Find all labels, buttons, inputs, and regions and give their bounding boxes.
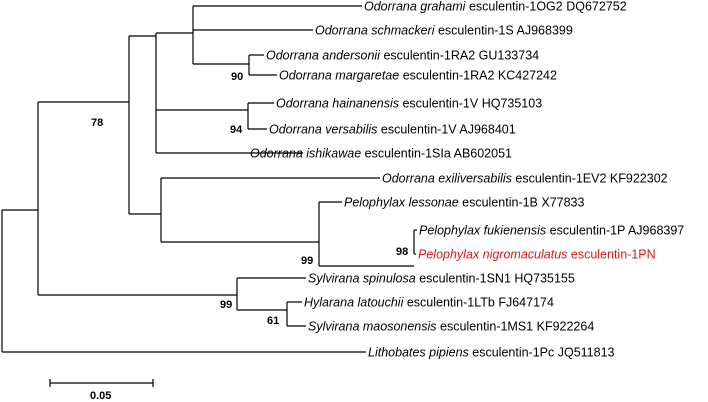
bootstrap-value: 94 — [230, 124, 243, 136]
taxon-label: Odorrana versabilis esculentin-1V AJ9684… — [269, 123, 516, 137]
taxon-species: Odorrana versabilis — [269, 123, 377, 137]
taxon-gene: esculentin-1SN1 HQ735155 — [419, 272, 575, 286]
bootstrap-value: 61 — [267, 315, 279, 327]
taxon-species: Odorrana margaretae — [279, 69, 399, 83]
taxon-label: Sylvirana spinulosa esculentin-1SN1 HQ73… — [308, 272, 575, 286]
taxon-gene: esculentin-1V HQ735103 — [402, 97, 542, 111]
taxon-gene: esculentin-1EV2 KF922302 — [515, 172, 667, 186]
taxon-species: Sylvirana spinulosa — [308, 272, 416, 286]
scale-bar: 0.05 — [49, 379, 154, 402]
taxon-gene: esculentin-1RA2 KC427242 — [403, 69, 557, 83]
taxon-label: Odorrana ishikawae esculentin-1SIa AB602… — [250, 147, 512, 161]
taxon-species: Pelophylax lessonae — [344, 196, 459, 210]
taxon-label: Odorrana grahami esculentin-1OG2 DQ67275… — [364, 0, 627, 14]
scale-bar-label: 0.05 — [90, 390, 111, 402]
taxon-species: Lithobates pipiens — [368, 346, 469, 360]
taxon-label: Sylvirana maosonensis esculentin-1MS1 KF… — [308, 320, 594, 334]
taxon-label: Lithobates pipiens esculentin-1Pc JQ5118… — [368, 346, 615, 360]
taxon-label: Odorrana schmackeri esculentin-1S AJ9683… — [315, 24, 573, 38]
taxon-species: Pelophylax nigromaculatus — [418, 248, 567, 262]
taxon-species: Odorrana schmackeri — [315, 24, 436, 38]
taxon-label: Pelophylax lessonae esculentin-1B X77833 — [344, 196, 585, 210]
taxon-species: Odorrana andersonii — [266, 49, 381, 63]
taxon-species: Odorrana ishikawae — [250, 147, 361, 161]
taxon-species: Odorrana hainanensis — [276, 97, 399, 111]
taxon-label: Pelophylax fukienensis esculentin-1P AJ9… — [419, 224, 684, 238]
taxon-gene: esculentin-1Pc JQ511813 — [472, 346, 614, 360]
taxon-label: Hylarana latouchii esculentin-1LTb FJ647… — [304, 296, 554, 310]
taxon-label: Odorrana andersonii esculentin-1RA2 GU13… — [266, 49, 539, 63]
taxon-gene: esculentin-1SIa AB602051 — [365, 147, 512, 161]
taxon-gene: esculentin-1V AJ968401 — [381, 123, 516, 137]
taxon-gene: esculentin-1PN — [571, 248, 656, 262]
taxon-gene: esculentin-1LTb FJ647174 — [407, 296, 554, 310]
bootstrap-value: 98 — [396, 246, 408, 258]
taxon-label: Odorrana margaretae esculentin-1RA2 KC42… — [279, 69, 557, 83]
taxon-gene: esculentin-1B X77833 — [462, 196, 584, 210]
taxon-gene: esculentin-1OG2 DQ672752 — [469, 0, 627, 14]
bootstrap-value: 99 — [220, 299, 232, 311]
bootstrap-value: 90 — [231, 71, 243, 83]
taxon-label: Odorrana exiliversabilis esculentin-1EV2… — [382, 172, 668, 186]
bootstrap-values: 90 94 78 99 98 99 61 — [91, 71, 408, 327]
taxon-label: Odorrana hainanensis esculentin-1V HQ735… — [276, 97, 542, 111]
taxon-species: Sylvirana maosonensis — [308, 320, 437, 334]
taxon-species: Pelophylax fukienensis — [419, 224, 546, 238]
bootstrap-value: 78 — [91, 117, 103, 129]
taxon-species: Odorrana grahami — [364, 0, 467, 14]
taxon-species: Odorrana exiliversabilis — [382, 172, 512, 186]
taxon-gene: esculentin-1S AJ968399 — [438, 24, 573, 38]
taxon-label-highlighted: Pelophylax nigromaculatus esculentin-1PN — [418, 248, 656, 262]
taxon-species: Hylarana latouchii — [304, 296, 405, 310]
taxon-labels: Odorrana grahami esculentin-1OG2 DQ67275… — [250, 0, 684, 360]
bootstrap-value: 99 — [301, 255, 313, 267]
tree-branches — [1, 5, 417, 353]
taxon-gene: esculentin-1RA2 GU133734 — [383, 49, 539, 63]
taxon-gene: esculentin-1P AJ968397 — [550, 224, 685, 238]
taxon-gene: esculentin-1MS1 KF922264 — [440, 320, 594, 334]
